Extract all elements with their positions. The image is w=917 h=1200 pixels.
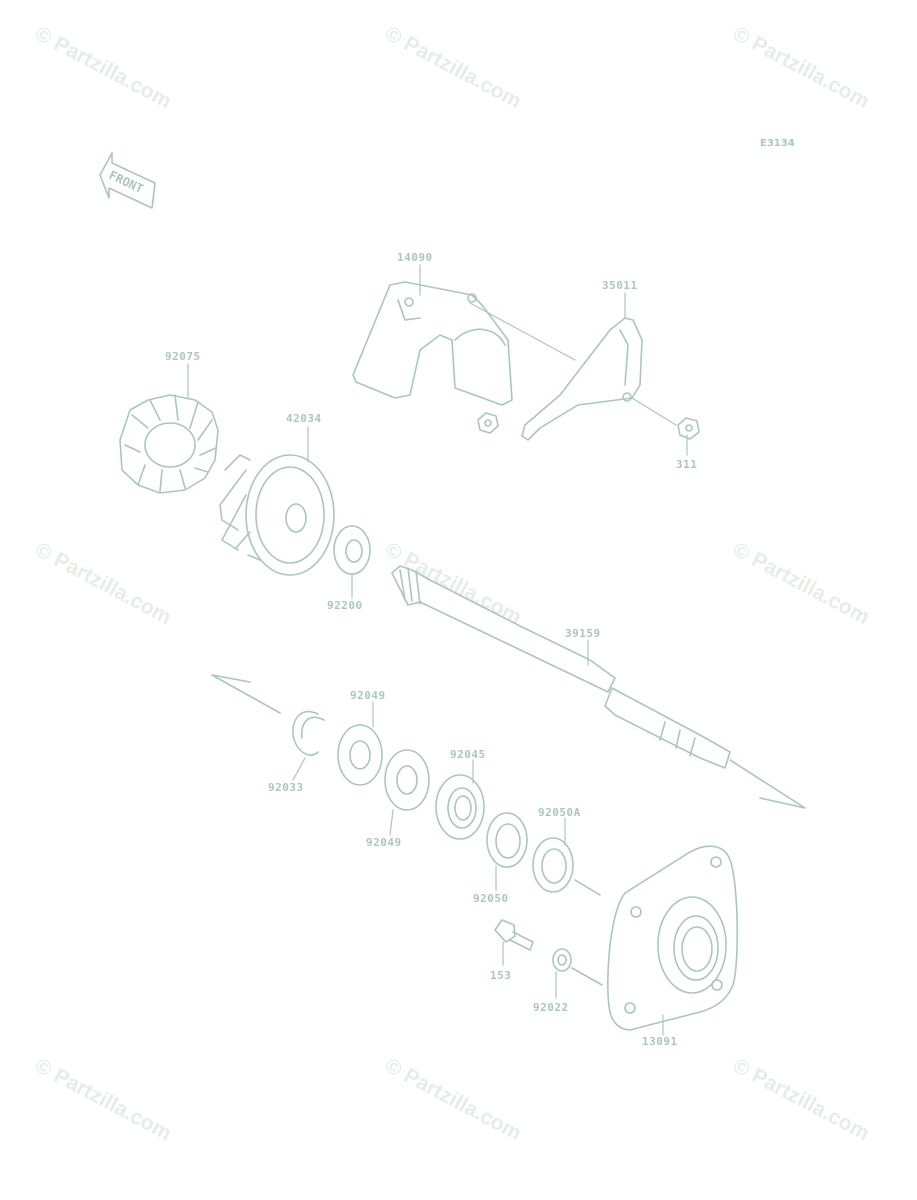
part-label-92022: 92022 (533, 1001, 569, 1014)
part-label-92075: 92075 (165, 350, 201, 363)
part-39159-shaft (211, 565, 806, 809)
part-92200-washer (333, 525, 371, 575)
part-92075-damper (119, 394, 219, 494)
part-14090-cover (352, 281, 513, 406)
front-arrow-icon: FRONT (99, 152, 156, 209)
part-label-92049-top: 92049 (350, 689, 386, 702)
part-92022-washer (552, 948, 603, 986)
part-92033-circlip (292, 710, 325, 756)
part-label-311: 311 (676, 458, 698, 471)
part-311-nut (677, 417, 700, 440)
part-92049-washer (337, 724, 383, 786)
part-label-92050: 92050 (473, 892, 509, 905)
part-92050a-seal (532, 837, 601, 896)
part-label-35011: 35011 (602, 279, 638, 292)
part-label-92049-bottom: 92049 (366, 836, 402, 849)
part-42034-impeller (219, 454, 335, 576)
part-label-92045: 92045 (450, 748, 486, 761)
diagram-code: E3134 (760, 138, 795, 149)
part-label-39159: 39159 (565, 627, 601, 640)
leader-lines (187, 264, 688, 1036)
part-label-13091: 13091 (642, 1035, 678, 1048)
part-label-14090: 14090 (397, 251, 433, 264)
part-label-42034: 42034 (286, 412, 322, 425)
part-35011-bracket (521, 317, 643, 441)
part-92045-bearing (435, 774, 485, 840)
part-label-92200: 92200 (327, 599, 363, 612)
part-label-92050a: 92050A (538, 806, 581, 819)
part-label-92033: 92033 (268, 781, 304, 794)
front-arrow-label: FRONT (107, 168, 146, 196)
part-13091-housing (607, 845, 739, 1031)
part-92049-washer (384, 749, 430, 811)
part-label-153: 153 (490, 969, 512, 982)
part-311-nut (477, 412, 499, 434)
part-92050-seal (486, 812, 528, 868)
part-153-bolt (494, 919, 534, 951)
